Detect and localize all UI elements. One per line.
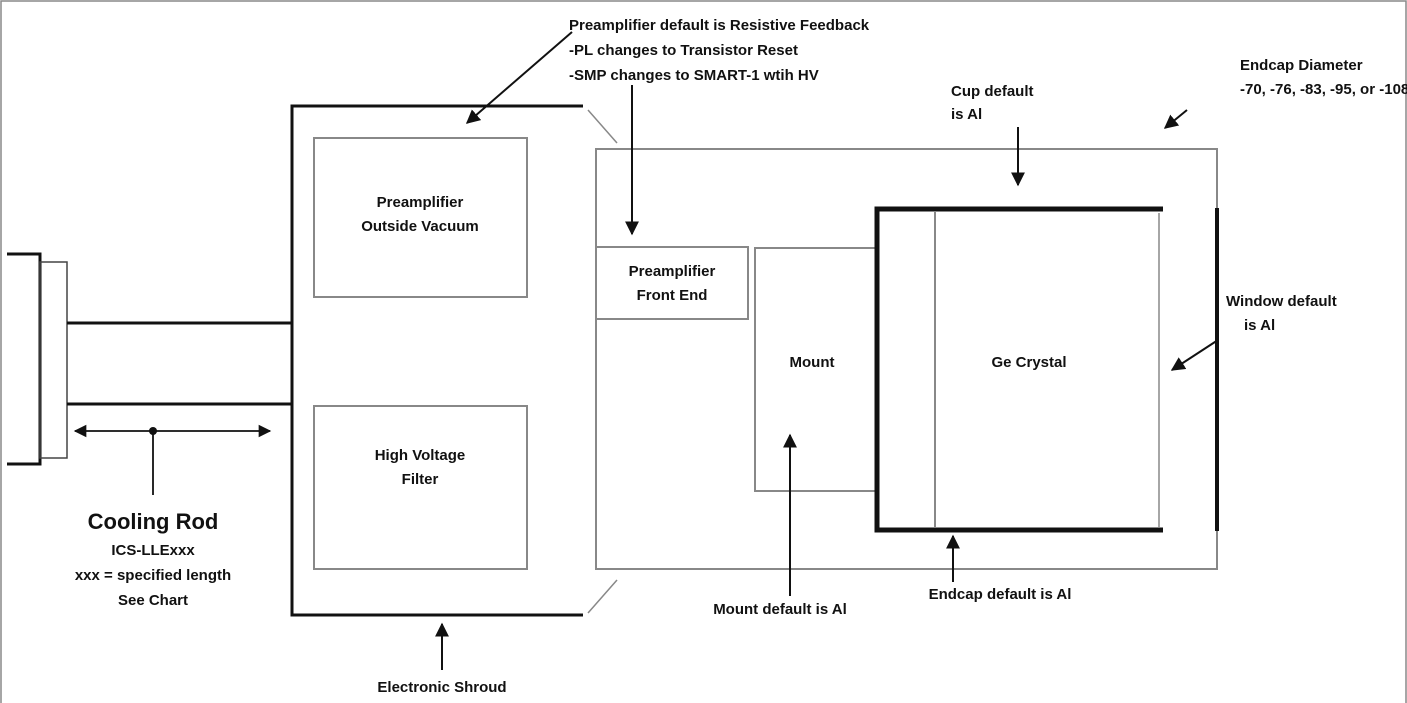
shroud-chamfer-bottom bbox=[587, 579, 618, 614]
preamp-front-end-box bbox=[595, 246, 749, 320]
flange-plate bbox=[7, 252, 42, 466]
cup-default-label-line2: is Al bbox=[951, 106, 982, 123]
shroud-chamfer-top bbox=[587, 109, 618, 144]
endcap-diameter-values: -70, -76, -83, -95, or -108 bbox=[1240, 81, 1407, 98]
high-voltage-filter-box bbox=[313, 405, 528, 570]
preamp-default-label: Preamplifier default is Resistive Feedba… bbox=[569, 17, 870, 34]
preamp-smp-label: -SMP changes to SMART-1 wtih HV bbox=[569, 67, 819, 84]
cup-default-label-line1: Cup default bbox=[951, 83, 1034, 100]
preamp-outside-label-line2: Outside Vacuum bbox=[361, 218, 479, 235]
high-voltage-label-line2: Filter bbox=[402, 471, 439, 488]
preamp-outside-vacuum-box bbox=[313, 137, 528, 298]
window-default-arrow bbox=[1170, 339, 1219, 371]
endcap-diameter-arrow bbox=[1163, 109, 1188, 129]
preamp-front-label-line2: Front End bbox=[637, 287, 708, 304]
high-voltage-label-line1: High Voltage bbox=[375, 447, 466, 464]
endcap-diameter-label: Endcap Diameter bbox=[1240, 57, 1363, 74]
electronic-shroud-label: Electronic Shroud bbox=[377, 679, 506, 696]
mount-label: Mount bbox=[790, 354, 835, 371]
ge-crystal-label: Ge Crystal bbox=[991, 354, 1066, 371]
cooling-rod-chart: See Chart bbox=[118, 592, 188, 609]
preamp-outside-label-line1: Preamplifier bbox=[377, 194, 464, 211]
preamp-pl-label: -PL changes to Transistor Reset bbox=[569, 42, 798, 59]
mount-default-label: Mount default is Al bbox=[713, 601, 847, 618]
preamp-front-label-line1: Preamplifier bbox=[629, 263, 716, 280]
electronic-shroud bbox=[290, 104, 583, 617]
window-default-label-line2: is Al bbox=[1244, 317, 1275, 334]
cooling-rod-length: xxx = specified length bbox=[75, 567, 231, 584]
endcap-default-label: Endcap default is Al bbox=[929, 586, 1072, 603]
window-default-label-line1: Window default bbox=[1226, 293, 1337, 310]
endcap-housing bbox=[595, 148, 1218, 570]
flange-inner-plate bbox=[39, 261, 68, 459]
preamp-default-arrow bbox=[465, 31, 573, 124]
cooling-rod-model: ICS-LLExxx bbox=[111, 542, 195, 559]
cup bbox=[874, 206, 1163, 533]
mount-box bbox=[754, 247, 876, 492]
cooling-rod-title: Cooling Rod bbox=[88, 509, 219, 534]
